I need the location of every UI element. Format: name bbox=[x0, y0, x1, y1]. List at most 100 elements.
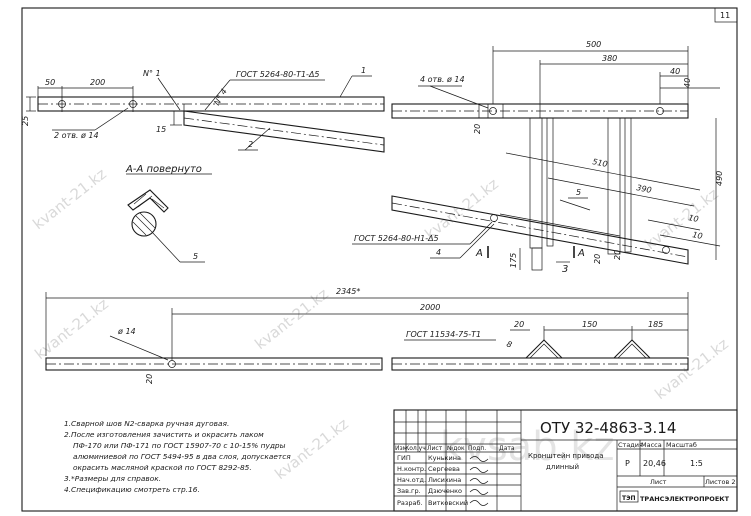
dim-510: 510 bbox=[592, 157, 609, 169]
dim-150: 150 bbox=[582, 320, 597, 329]
bracket-tooth bbox=[613, 339, 651, 359]
document-title-1: Кронштейн привода bbox=[528, 452, 604, 460]
stamp-col-list: Лист bbox=[427, 445, 443, 452]
stamp-col-doc: №док bbox=[447, 445, 465, 452]
gost-top-label: ГОСТ 5264-80-Т1-Δ5 bbox=[236, 70, 320, 79]
vertical-member bbox=[546, 117, 554, 247]
vertical-member bbox=[607, 117, 621, 255]
hole bbox=[168, 360, 176, 368]
drawing-notes: 1.Сварной шов N2-сварка ручная дуговая. … bbox=[64, 418, 394, 495]
gost-bottom-label: ГОСТ 11534-75-Т1 bbox=[406, 330, 481, 339]
top-left-view: 50 200 25 15 N° 1 ГОСТ 5264-80-Т1-Δ5 N° … bbox=[21, 66, 385, 153]
page-number: 11 bbox=[720, 11, 730, 20]
dim-185: 185 bbox=[648, 320, 663, 329]
dim-50: 50 bbox=[45, 78, 55, 87]
section-weld bbox=[131, 211, 157, 237]
section-a-a: А-А повернуто 5 bbox=[125, 164, 212, 263]
dim-2000: 2000 bbox=[420, 303, 440, 312]
watermark-text: kvant-21.kz bbox=[29, 165, 110, 233]
signer-name: Лисихина bbox=[428, 476, 461, 484]
signer-role: Зав.гр. bbox=[397, 487, 421, 495]
note-line: 4.Спецификацию смотреть стр.16. bbox=[64, 485, 200, 494]
document-title-2: длинный bbox=[546, 463, 579, 471]
organization-name: ТРАНСЭЛЕКТРОПРОЕКТ bbox=[640, 495, 730, 503]
signature bbox=[469, 456, 489, 462]
dim-40a: 40 bbox=[670, 67, 680, 76]
note-line: 3.*Размеры для справок. bbox=[64, 474, 162, 483]
dim-40b: 40 bbox=[683, 78, 692, 88]
part-1-label: 1 bbox=[361, 66, 366, 75]
watermark-text: kvant-21.kz bbox=[31, 295, 112, 363]
signer-name: Витковский bbox=[428, 499, 468, 507]
dim-2345: 2345* bbox=[336, 287, 360, 296]
signer-name: Дзюченко bbox=[428, 487, 462, 495]
holes-2-label: 2 отв. ø 14 bbox=[54, 131, 99, 140]
hole bbox=[490, 214, 498, 222]
dim-390: 390 bbox=[636, 183, 653, 195]
stamp-col-date: Дата bbox=[499, 445, 515, 452]
right-part-4: 4 bbox=[436, 248, 441, 257]
watermark-text: kvant-21.kz bbox=[641, 185, 722, 253]
col-mass: Масса bbox=[641, 441, 662, 449]
sheet-frame bbox=[21, 7, 738, 512]
dim-15: 15 bbox=[156, 125, 166, 134]
right-part-3: 3 bbox=[562, 264, 568, 275]
signature bbox=[469, 467, 489, 473]
sheet-label: Лист bbox=[650, 478, 667, 486]
signer-role: Н.контр. bbox=[397, 465, 426, 473]
sheets-label: Листов 2 bbox=[705, 478, 735, 486]
signature bbox=[469, 500, 489, 506]
gost-mid-label: ГОСТ 5264-80-Н1-Δ5 bbox=[354, 234, 439, 243]
signature bbox=[469, 489, 489, 495]
note-line: 2.После изготовления зачистить и окрасит… bbox=[64, 430, 264, 439]
col-scale: Масштаб bbox=[666, 441, 697, 449]
note-line: алюминиевой по ГОСТ 5494-95 в два слоя, … bbox=[73, 452, 291, 461]
watermark-text: kvant-21.kz bbox=[251, 285, 332, 353]
dim-20a: 20 bbox=[473, 124, 482, 134]
dim-10a: 10 bbox=[688, 213, 700, 224]
dim-20b: 20 bbox=[593, 254, 602, 264]
signer-name: Сергеева bbox=[428, 465, 460, 473]
note-line: окрасить масляной краской по ГОСТ 8292-8… bbox=[73, 463, 252, 472]
dim-490: 490 bbox=[715, 171, 724, 186]
stamp-col-izm: Изм. bbox=[395, 445, 409, 452]
right-assembly-view: 500 380 40 40 4 отв. ø 14 20 510 390 10 … bbox=[352, 40, 724, 275]
vertical-member bbox=[529, 117, 543, 249]
title-block: Изм. Кол.уч Лист №док Подп. Дата ГИП Кун… bbox=[393, 409, 738, 512]
note-line: ПФ-170 или ПФ-171 по ГОСТ 15907-70 с 10-… bbox=[73, 441, 286, 450]
signer-role: Нач.отд. bbox=[397, 476, 426, 484]
stamp-col-podp: Подп. bbox=[468, 445, 486, 452]
holes-4-label: 4 отв. ø 14 bbox=[420, 75, 465, 84]
lower-angled-bar bbox=[391, 195, 689, 265]
part-2-bar bbox=[183, 110, 385, 153]
stage-value: Р bbox=[625, 459, 630, 468]
signer-role: Разраб. bbox=[397, 499, 423, 507]
section-angle bbox=[127, 189, 169, 213]
scale-value: 1:5 bbox=[690, 459, 703, 468]
label-n1: N° 1 bbox=[143, 69, 161, 78]
company-logo bbox=[619, 490, 639, 503]
dim-200: 200 bbox=[90, 78, 105, 87]
section-title: А-А повернуто bbox=[125, 164, 202, 175]
section-part-5: 5 bbox=[193, 252, 198, 261]
dim-25: 25 bbox=[21, 116, 30, 126]
signature bbox=[469, 478, 489, 484]
company-logo-text: ТЭП bbox=[622, 495, 636, 502]
mass-value: 20,46 bbox=[643, 459, 666, 468]
signer-role: ГИП bbox=[397, 454, 411, 462]
dim-dia-14: ø 14 bbox=[117, 327, 136, 336]
section-marker-a2: А bbox=[577, 248, 585, 259]
dim-10b: 10 bbox=[692, 230, 704, 241]
vertical-member bbox=[624, 117, 632, 253]
right-part-5: 5 bbox=[576, 188, 581, 197]
dim-8: 8 bbox=[505, 339, 513, 349]
stamp-col-kol: Кол.уч bbox=[405, 445, 426, 452]
dim-20-bottom: 20 bbox=[145, 374, 154, 384]
watermark-big: kvsab.kz bbox=[440, 424, 614, 470]
bottom-stub bbox=[531, 247, 543, 271]
note-line: 1.Сварной шов N2-сварка ручная дуговая. bbox=[64, 419, 230, 428]
dim-20c: 20 bbox=[613, 250, 622, 260]
watermark-text: kvant-21.kz bbox=[651, 335, 732, 403]
dim-20b-bottom: 20 bbox=[514, 320, 524, 329]
